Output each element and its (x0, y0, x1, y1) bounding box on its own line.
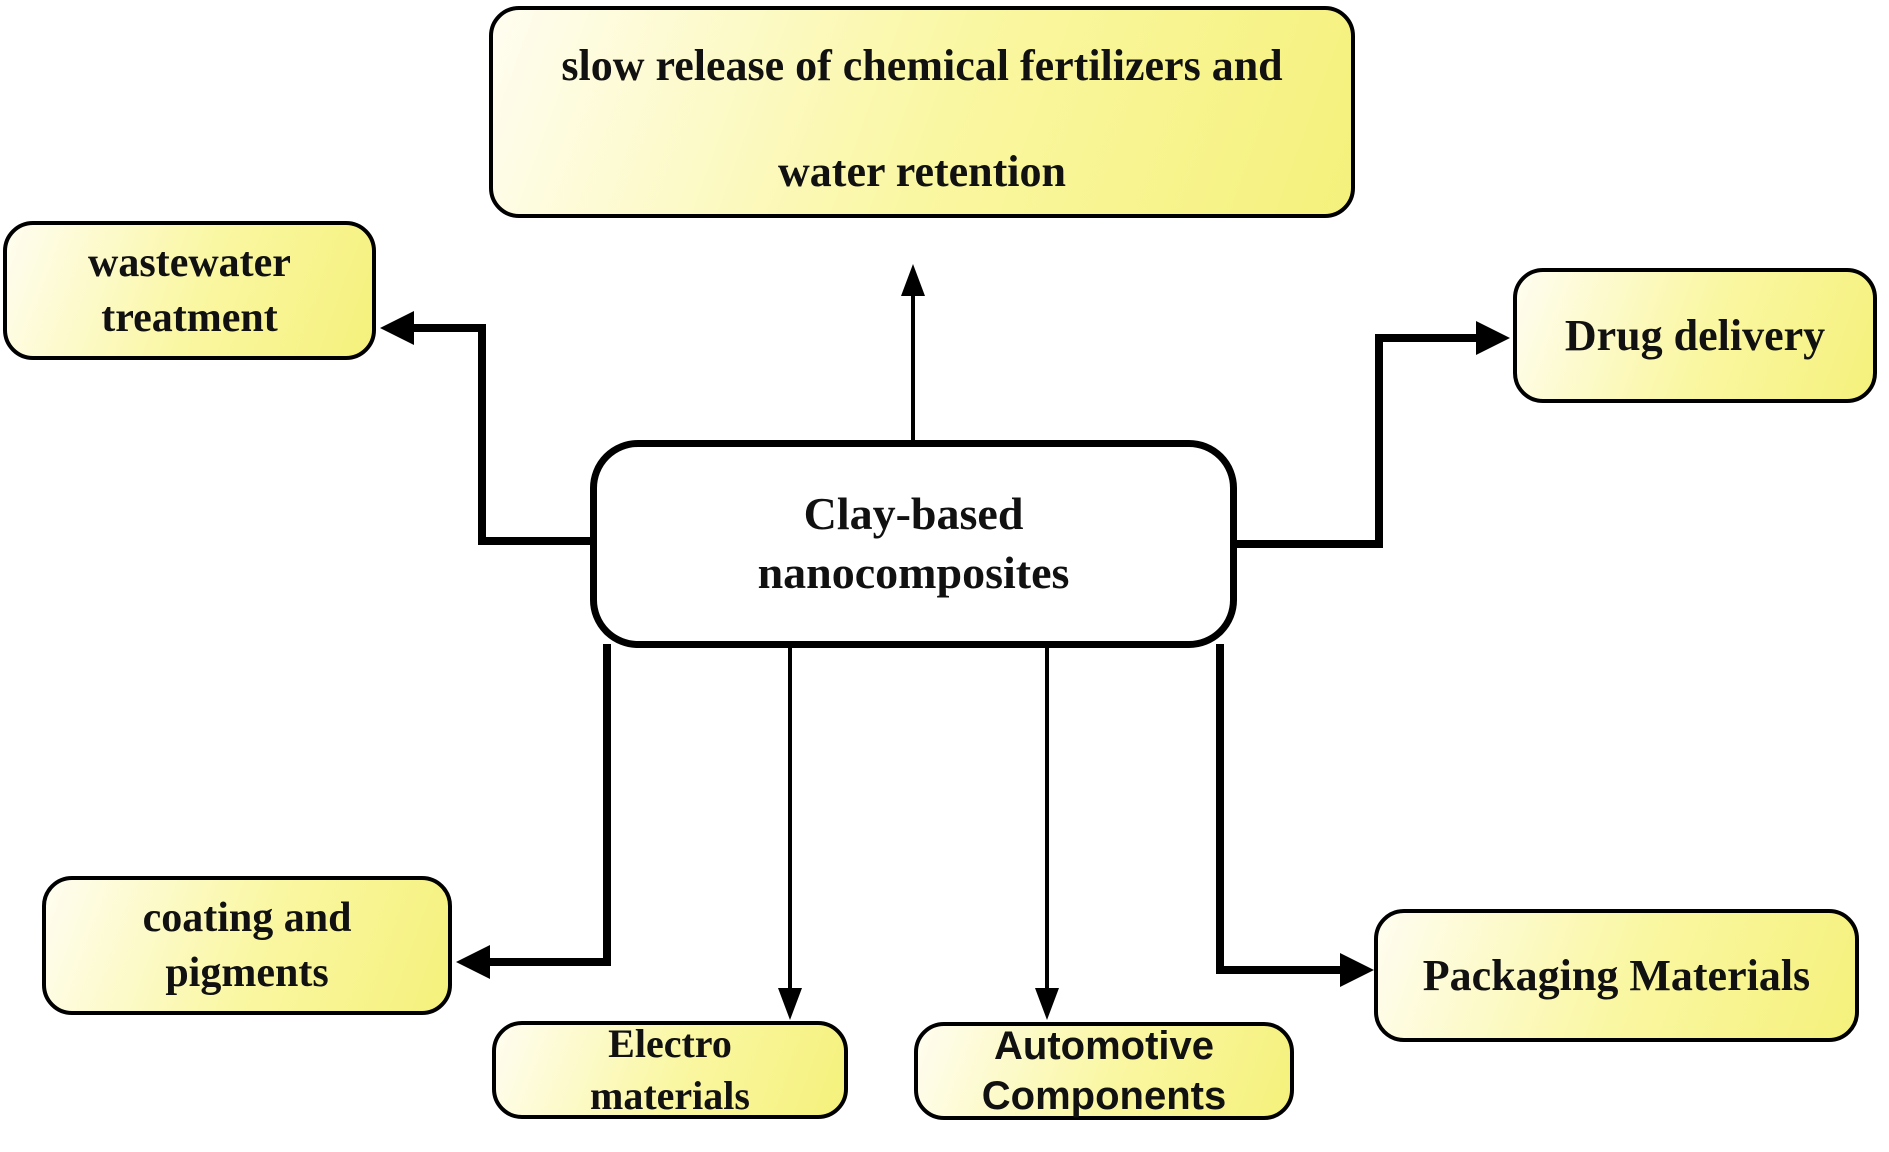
node-clay-based-nanocomposites: Clay-based nanocomposites (590, 440, 1237, 648)
connector-electro (778, 644, 802, 1020)
node-label-line: Automotive (994, 1024, 1214, 1068)
node-label-line: pigments (165, 949, 329, 996)
connector-line (1216, 644, 1342, 974)
node-coating-pigments: coating and pigments (42, 876, 452, 1015)
arrow-left-icon (380, 311, 414, 345)
connector-packaging (1216, 644, 1374, 987)
node-wastewater-treatment: wastewater treatment (3, 221, 376, 360)
connector-line (488, 644, 611, 966)
arrow-right-icon (1476, 321, 1510, 355)
node-label-line: Packaging Materials (1422, 950, 1811, 1000)
connector-drug-delivery (1235, 321, 1510, 548)
connector-wastewater (380, 311, 592, 545)
node-label-line: slow release of chemical fertilizers and (561, 41, 1283, 91)
connector-top (901, 264, 925, 443)
node-label-line: nanocomposites (757, 547, 1070, 598)
node-label-line: Clay-based (803, 488, 1024, 540)
node-label-line: Components (981, 1074, 1227, 1118)
connector-line (412, 324, 592, 545)
node-label-line: materials (590, 1073, 750, 1118)
arrow-right-icon (1340, 953, 1374, 987)
node-drug-delivery: Drug delivery (1513, 268, 1877, 403)
connector-coating (456, 644, 611, 979)
node-automotive-components: Automotive Components (914, 1022, 1294, 1120)
node-slow-release: slow release of chemical fertilizers and… (489, 6, 1355, 218)
arrow-up-icon (901, 264, 925, 296)
node-label-line: Electro (608, 1021, 732, 1066)
arrow-left-icon (456, 945, 490, 979)
node-label-line: water retention (778, 147, 1066, 196)
node-electro-materials: Electro materials (492, 1021, 848, 1119)
connector-line (1235, 334, 1478, 548)
arrow-down-icon (778, 988, 802, 1020)
node-label-line: treatment (101, 294, 278, 341)
node-packaging-materials: Packaging Materials (1374, 909, 1859, 1042)
node-label-line: wastewater (88, 239, 291, 286)
connector-automotive (1035, 644, 1059, 1020)
arrow-down-icon (1035, 988, 1059, 1020)
node-label-line: Drug delivery (1564, 310, 1826, 360)
node-label-line: coating and (142, 894, 352, 941)
